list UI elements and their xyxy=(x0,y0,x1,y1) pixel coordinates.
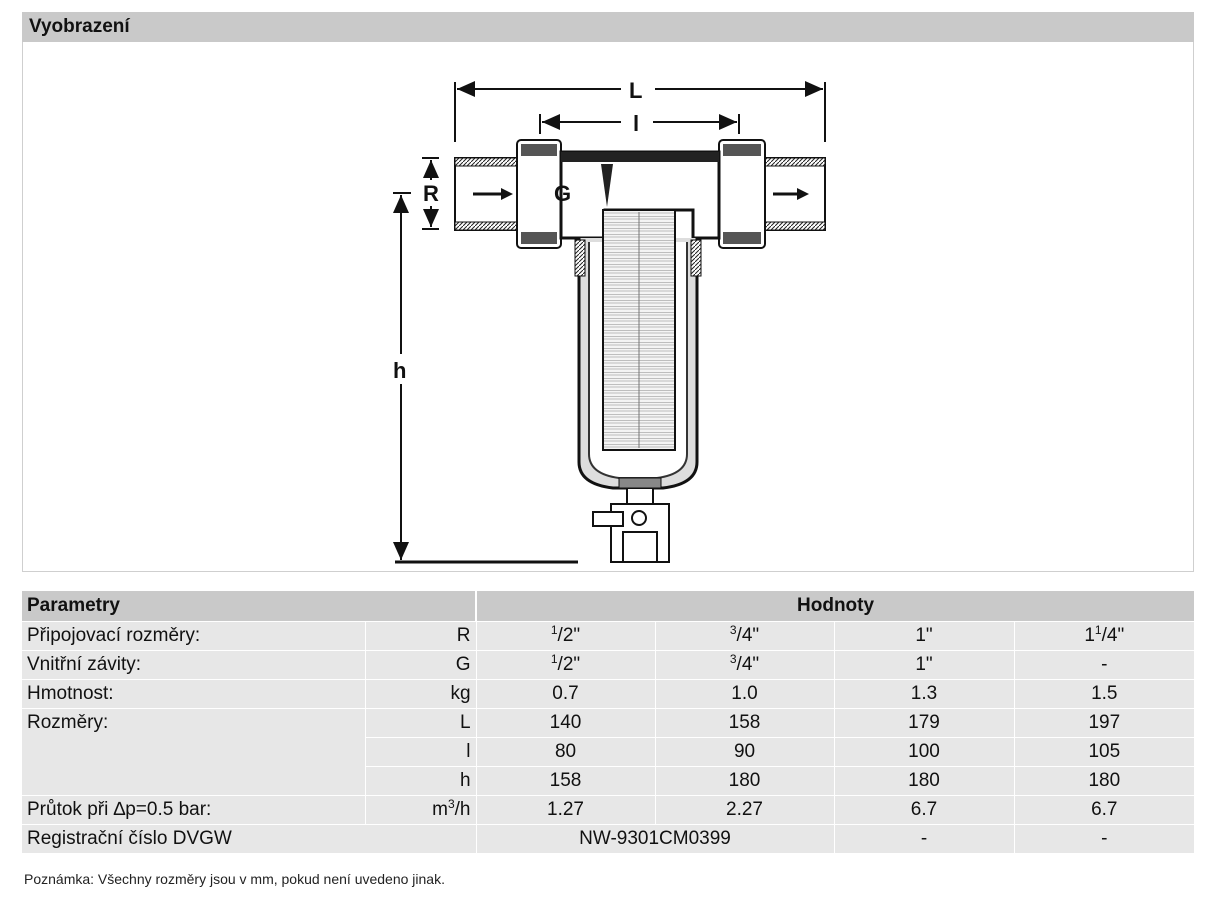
cell-value: 1/2" xyxy=(475,620,656,650)
cell-value: 0.7 xyxy=(475,678,656,708)
cell-value: 3/4" xyxy=(654,620,835,650)
row-unit: m3/h xyxy=(365,794,477,824)
parameters-table: Parametry Hodnoty Připojovací rozměry: R… xyxy=(22,591,1195,853)
header-values: Hodnoty xyxy=(475,591,1195,621)
label-L: L xyxy=(629,78,642,103)
cell-value: 1/2" xyxy=(475,649,656,679)
cell-value: 158 xyxy=(654,707,835,737)
cell-value: 6.7 xyxy=(833,794,1015,824)
row-label: Průtok při ∆p=0.5 bar: xyxy=(22,794,366,824)
label-h: h xyxy=(393,358,406,383)
cell-value: 1.0 xyxy=(654,678,835,708)
header-parameters: Parametry xyxy=(22,591,477,621)
row-label: Vnitřní závity: xyxy=(22,649,366,679)
row-label: Registrační číslo DVGW xyxy=(22,823,477,853)
cell-value: 197 xyxy=(1013,707,1195,737)
row-unit: L xyxy=(365,707,477,737)
table-row: Rozměry: L 140 158 179 197 xyxy=(22,707,1195,737)
row-unit: kg xyxy=(365,678,477,708)
table-row: Průtok při ∆p=0.5 bar: m3/h 1.27 2.27 6.… xyxy=(22,794,1195,824)
footnote: Poznámka: Všechny rozměry jsou v mm, pok… xyxy=(24,871,445,887)
cell-value: 180 xyxy=(1013,765,1195,795)
cell-value: 1" xyxy=(833,649,1015,679)
cell-value: 90 xyxy=(654,736,835,766)
row-label xyxy=(22,765,366,795)
dimension-h: h xyxy=(393,192,578,564)
cell-value: 1" xyxy=(833,620,1015,650)
table-row: Registrační číslo DVGW NW-9301CM0399 - - xyxy=(22,823,1195,853)
cell-value: 179 xyxy=(833,707,1015,737)
row-unit: R xyxy=(365,620,477,650)
dimension-l: l xyxy=(539,111,740,136)
row-unit: G xyxy=(365,649,477,679)
row-unit: l xyxy=(365,736,477,766)
cell-value: 180 xyxy=(654,765,835,795)
cell-value: - xyxy=(1013,823,1195,853)
dimension-R: R xyxy=(422,157,439,230)
cell-value: 1.27 xyxy=(475,794,656,824)
cell-value: 100 xyxy=(833,736,1015,766)
cell-value: 3/4" xyxy=(654,649,835,679)
cell-value: 1.3 xyxy=(833,678,1015,708)
flow-arrow-out xyxy=(773,188,809,200)
filter-cross-section-drawing: L l R h xyxy=(393,78,826,564)
cell-value: - xyxy=(833,823,1015,853)
cell-value: 80 xyxy=(475,736,656,766)
row-label xyxy=(22,736,366,766)
row-label: Hmotnost: xyxy=(22,678,366,708)
label-l: l xyxy=(633,111,639,136)
flow-arrow-in xyxy=(473,188,513,200)
table-row: Hmotnost: kg 0.7 1.0 1.3 1.5 xyxy=(22,678,1195,708)
table-row: l 80 90 100 105 xyxy=(22,736,1195,766)
table-row: Vnitřní závity: G 1/2" 3/4" 1" - xyxy=(22,649,1195,679)
row-unit: h xyxy=(365,765,477,795)
table-row: h 158 180 180 180 xyxy=(22,765,1195,795)
cell-value-merged: NW-9301CM0399 xyxy=(475,823,835,853)
cell-value: 140 xyxy=(475,707,656,737)
label-G: G xyxy=(554,181,571,206)
cell-value: 158 xyxy=(475,765,656,795)
filter-housing: G xyxy=(454,139,826,563)
dimension-L: L xyxy=(454,78,826,142)
table-row: Připojovací rozměry: R 1/2" 3/4" 1" 11/4… xyxy=(22,620,1195,650)
cell-value: 2.27 xyxy=(654,794,835,824)
cell-value: 1.5 xyxy=(1013,678,1195,708)
label-R: R xyxy=(423,181,439,206)
cell-value: 180 xyxy=(833,765,1015,795)
table-header-row: Parametry Hodnoty xyxy=(22,591,1195,621)
technical-drawing: L l R h xyxy=(22,42,1194,572)
cell-value: 11/4" xyxy=(1013,620,1195,650)
row-label: Připojovací rozměry: xyxy=(22,620,366,650)
cell-value: - xyxy=(1013,649,1195,679)
section-title: Vyobrazení xyxy=(22,12,1194,42)
cell-value: 105 xyxy=(1013,736,1195,766)
cell-value: 6.7 xyxy=(1013,794,1195,824)
row-label: Rozměry: xyxy=(22,707,366,737)
